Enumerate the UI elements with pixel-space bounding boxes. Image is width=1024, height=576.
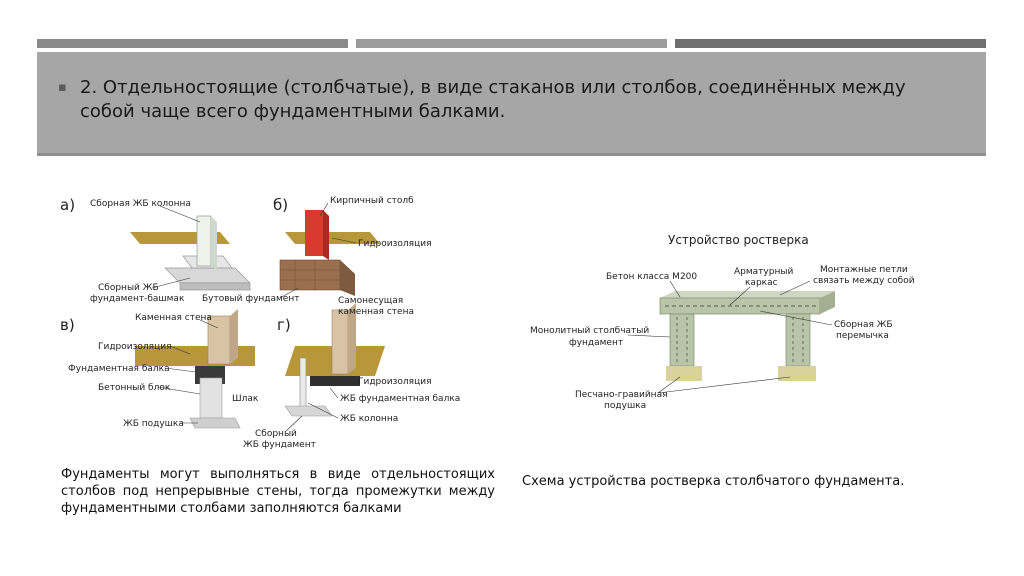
concrete-block-v xyxy=(199,377,223,419)
grillage-beam-top xyxy=(660,291,835,298)
foundation-types-figure: а) Сборная ЖБ колонна Сборный ЖБ фундаме… xyxy=(60,196,460,450)
panel-label-v: в) xyxy=(60,316,75,334)
rc-column-g xyxy=(299,357,307,409)
label-concrete: Бетон класса М200 xyxy=(606,272,697,282)
title-box-shadow xyxy=(37,153,986,156)
panel-label-a: а) xyxy=(60,196,75,214)
cushion-left xyxy=(666,366,702,381)
label-loops2: связать между собой xyxy=(813,276,915,286)
rc-cushion-v xyxy=(189,417,241,429)
label-rebar2: каркас xyxy=(745,278,778,288)
rubble-foundation-b xyxy=(279,259,341,291)
label-v-cushion: ЖБ подушка xyxy=(123,419,184,429)
title-box xyxy=(37,52,986,153)
caption-right: Схема устройства ростверка столбчатого ф… xyxy=(522,474,905,489)
caption-left: Фундаменты могут выполняться в виде отде… xyxy=(61,467,495,516)
label-lintel1: Сборная ЖБ xyxy=(834,320,893,330)
header-bar-segment-2 xyxy=(356,39,667,48)
label-rebar1: Арматурный xyxy=(734,267,793,277)
header-bar-segment-3 xyxy=(675,39,986,48)
self-bearing-wall-g xyxy=(331,309,349,375)
label-a-col: Сборная ЖБ колонна xyxy=(90,199,191,209)
label-b-rubble: Бутовый фундамент xyxy=(202,294,299,304)
label-a-base2: фундамент-башмак xyxy=(90,294,185,304)
label-b-pillar: Кирпичный столб xyxy=(330,196,414,206)
label-v-wall: Каменная стена xyxy=(135,313,212,323)
brick-pillar-b xyxy=(305,210,323,256)
label-loops1: Монтажные петли xyxy=(820,265,908,275)
prefab-footing-g xyxy=(284,405,333,417)
label-a-base1: Сборный ЖБ xyxy=(98,283,159,293)
column-a xyxy=(196,215,212,267)
footing-a xyxy=(164,267,251,284)
label-v-slag: Шлак xyxy=(232,394,259,404)
label-g-hydro: Гидроизоляция xyxy=(358,377,431,387)
cushion-right xyxy=(778,366,816,381)
panel-label-b: б) xyxy=(273,196,288,214)
label-mono1: Монолитный столбчатый xyxy=(530,326,649,336)
stone-wall-v xyxy=(207,315,231,365)
label-g-wall1: Самонесущая xyxy=(338,296,403,306)
label-g-prefab1: Сборный xyxy=(255,429,297,439)
label-v-block: Бетонный блок xyxy=(98,383,171,393)
pillar-right xyxy=(785,313,811,367)
pillar-left xyxy=(669,313,695,367)
slide-title: 2. Отдельностоящие (столбчатые), в виде … xyxy=(80,77,906,122)
label-v-hydro: Гидроизоляция xyxy=(98,342,171,352)
label-v-beam: Фундаментная балка xyxy=(68,364,170,374)
panel-label-g: г) xyxy=(277,316,291,334)
grillage-beam xyxy=(659,297,821,315)
rc-beam-g xyxy=(310,376,360,386)
header-bar-segment-1 xyxy=(37,39,348,48)
label-lintel2: перемычка xyxy=(836,331,889,341)
label-sand1: Песчано-гравийная xyxy=(575,390,668,400)
label-g-prefab2: ЖБ фундамент xyxy=(243,440,316,450)
grillage-scheme-figure: Устройство ростверка Бетон класса М200 А… xyxy=(530,233,915,411)
label-b-hydro: Гидроизоляция xyxy=(358,239,431,249)
label-g-col: ЖБ колонна xyxy=(340,414,398,424)
label-mono2: фундамент xyxy=(569,338,623,348)
grillage-title: Устройство ростверка xyxy=(668,233,809,247)
label-g-wall2: каменная стена xyxy=(338,307,414,317)
label-sand2: подушка xyxy=(604,401,646,411)
bullet-icon: ▪ xyxy=(58,80,67,95)
label-g-beam: ЖБ фундаментная балка xyxy=(340,394,460,404)
